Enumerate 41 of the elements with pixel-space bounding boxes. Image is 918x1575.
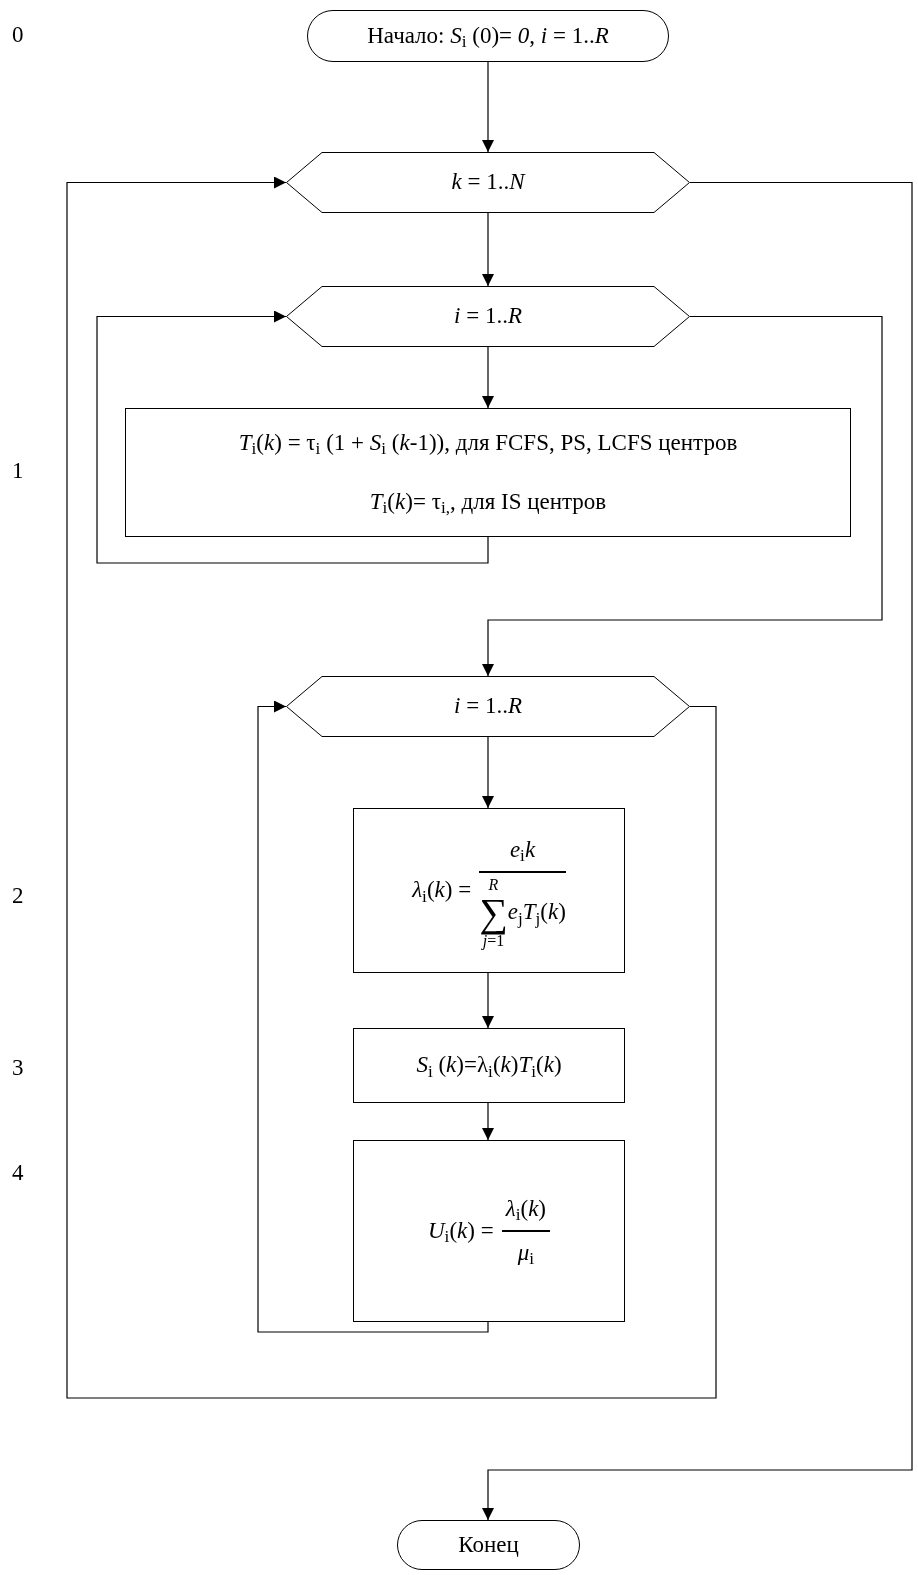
connector-arrow	[482, 315, 883, 677]
formula-text: λ$_{i}$(k) =	[412, 876, 472, 908]
connector-arrow	[257, 700, 489, 1333]
numerator-text: λ$_{i}$(k)	[504, 1194, 547, 1227]
node-text: k = 1..N	[451, 168, 525, 197]
denominator-text: e$_{j}$T$_{j}$(k)	[507, 898, 566, 928]
connector-arrow	[482, 1102, 494, 1141]
connector-arrow	[482, 736, 494, 809]
terminal-shape	[307, 10, 669, 62]
connector-arrow	[482, 346, 494, 409]
node-text: T$_{i}$(k) = τ$_{i}$ (1 + S$_{i}$ (k-1)), для FCFS, PS, LCFS центров	[238, 429, 738, 461]
loop-hexagon	[286, 286, 690, 347]
formula-text: U$_{i}$(k) =	[428, 1216, 494, 1249]
connector-arrow	[482, 212, 494, 287]
process-box	[353, 1028, 625, 1103]
step-number: 1	[12, 457, 24, 485]
node-text: i = 1..R	[454, 692, 522, 721]
connector-arrow	[96, 310, 489, 564]
node-text: Начало: S$_{i}$ (0)= 0, i = 1..R	[367, 21, 609, 54]
connector-arrow	[482, 61, 494, 153]
loop-hexagon	[286, 152, 690, 213]
node-text: S$_{i}$ (k)=λ$_{i}$(k)T$_{i}$(k)	[416, 1051, 562, 1083]
sum-sign: ∑	[479, 892, 508, 933]
step-number: 3	[12, 1054, 24, 1082]
numerator-text: e$_{i}$k	[508, 835, 537, 867]
node-text: i = 1..R	[454, 302, 522, 331]
connector-arrow	[66, 176, 717, 1399]
node-text: T$_{i}$(k)= τ$_{i,}$, для IS центров	[369, 487, 607, 519]
step-number: 0	[12, 21, 24, 49]
denominator-text: μ$_{i}$	[517, 1238, 534, 1271]
loop-hexagon	[286, 676, 690, 737]
sum-limit: R	[488, 876, 499, 893]
process-box	[125, 408, 851, 537]
node-text: Конец	[458, 1530, 519, 1559]
connector-arrow	[482, 972, 494, 1029]
step-number: 2	[12, 882, 24, 910]
process-box	[353, 808, 625, 973]
step-number: 4	[12, 1159, 24, 1187]
process-box	[353, 1140, 625, 1322]
terminal-shape	[397, 1520, 580, 1570]
connector-arrow	[482, 181, 913, 1521]
